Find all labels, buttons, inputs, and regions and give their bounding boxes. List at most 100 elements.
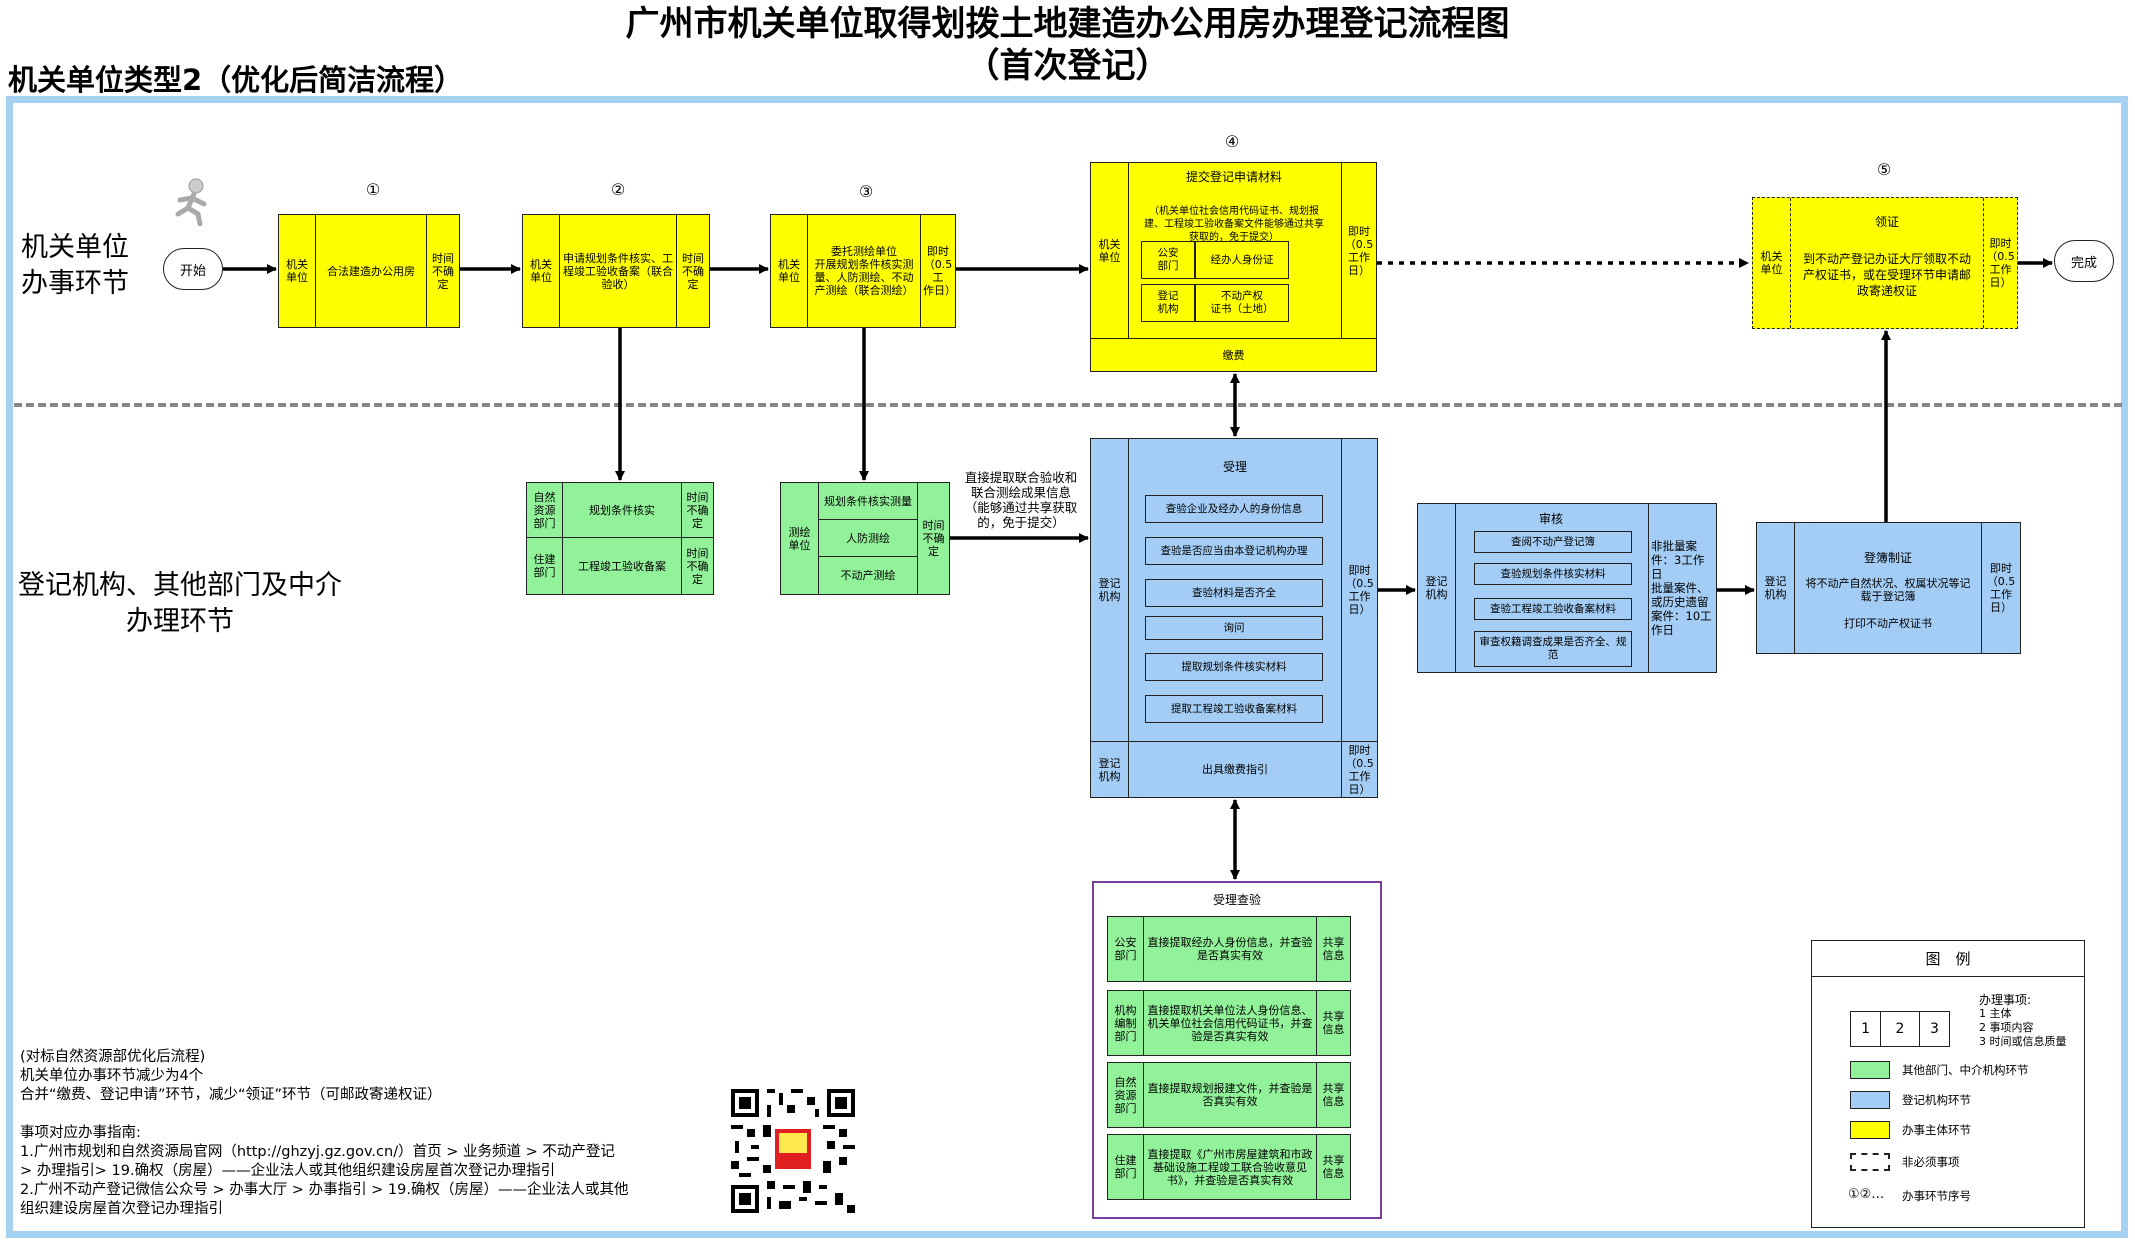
- end-node: 完成: [2054, 240, 2114, 282]
- accept-time-2: 即时 （0.5 工作 日）: [1341, 741, 1377, 797]
- step-number-1: ①: [365, 180, 381, 199]
- legend-yellow-label: 办事主体环节: [1902, 1123, 1971, 1137]
- step-4-item-1: 公安 部门: [1141, 241, 1195, 279]
- verify-2-item-3: 不动产测绘: [840, 569, 896, 582]
- legend-title: 图 例: [1812, 941, 2084, 977]
- start-node: 开始: [163, 248, 223, 290]
- legend-seq-label: 办事环节序号: [1902, 1189, 1971, 1203]
- verify-1-task-1: 规划条件核实: [563, 483, 681, 538]
- step-1-time: 时间 不确 定: [426, 215, 459, 327]
- check-row-4: 住建 部门 直接提取《广州市房屋建筑和市政基础设施工程竣工联合验收意见书》，并查…: [1107, 1134, 1351, 1200]
- check-row-4-share: 共享 信息: [1316, 1135, 1350, 1199]
- step-1-box: 机关 单位 合法建造办公用房 时间 不确 定: [278, 214, 460, 328]
- step-3-box: 机关 单位 委托测绘单位 开展规划条件核实测量、人防测绘、不动产测绘（联合测绘）…: [770, 214, 956, 328]
- register-actor: 登记 机构: [1757, 523, 1795, 653]
- legend-seq-symbol: ①②…: [1848, 1187, 1885, 1202]
- accept-item-5: 提取规划条件核实材料: [1145, 653, 1323, 681]
- verify-box-1: 自然 资源 部门 规划条件核实 时间 不确 定 住建 部门 工程竣工验收备案 时…: [526, 482, 714, 595]
- check-row-2-task: 直接提取机关单位法人身份信息、机关单位社会信用代码证书，并查验是否真实有效: [1147, 1003, 1313, 1043]
- review-item-1: 查阅不动产登记簿: [1474, 531, 1632, 553]
- step-number-2: ②: [610, 180, 626, 199]
- runner-icon: [175, 178, 207, 226]
- check-row-4-task: 直接提取《广州市房屋建筑和市政基础设施工程竣工联合验收意见书》，并查验是否真实有…: [1147, 1147, 1313, 1187]
- qr-code-icon: [727, 1085, 859, 1217]
- step-2-task: 申请规划条件核实、工程竣工验收备案（联合验收）: [563, 251, 673, 291]
- verify-2-time: 时间 不确 定: [917, 483, 949, 594]
- accept-fee: 出具缴费指引: [1129, 741, 1341, 797]
- note-line: (对标自然资源部优化后流程): [20, 1049, 206, 1065]
- step-5-box: 机关 单位 领证 到不动产登记办证大厅领取不动产权证书，或在受理环节申请邮政寄递…: [1752, 197, 2018, 329]
- step-1-actor: 机关 单位: [279, 215, 316, 327]
- legend-dashed-swatch: [1850, 1153, 1890, 1171]
- step-5-time: 即时 （0.5 工作 日）: [1983, 198, 2017, 328]
- review-time: 非批量案件：3工作日 批量案件、或历史遗留案件：10工作日: [1648, 504, 1716, 672]
- step-4-desc: （机关单位社会信用代码证书、规划报建、工程竣工验收备案文件能够通过共享获取的，免…: [1144, 205, 1324, 243]
- step-2-box: 机关 单位 申请规划条件核实、工程竣工验收备案（联合验收） 时间 不确 定: [522, 214, 710, 328]
- legend-cell-3: 3: [1929, 1021, 1939, 1037]
- check-row-3-task: 直接提取规划报建文件，并查验是否真实有效: [1147, 1082, 1313, 1108]
- step-3-time: 即时 （0.5工 作日）: [920, 215, 956, 327]
- review-actor: 登记 机构: [1418, 504, 1456, 672]
- note-line: 机关单位办事环节减少为4个: [20, 1068, 204, 1084]
- note-line: 2.广州不动产登记微信公众号 > 办事大厅 > 办事指引 > 19.确权（房屋）…: [20, 1182, 629, 1198]
- legend-cell-1: 1: [1851, 1012, 1882, 1046]
- register-print: 打印不动产权证书: [1844, 616, 1932, 630]
- note-line: 事项对应办事指南:: [20, 1125, 141, 1141]
- legend-matter-items: 1 主体 2 事项内容 3 时间或信息质量: [1979, 1007, 2067, 1049]
- step-4-box: 机关 单位 提交登记申请材料 （机关单位社会信用代码证书、规划报建、工程竣工验收…: [1090, 162, 1377, 372]
- check-row-1-share: 共享 信息: [1316, 917, 1350, 981]
- check-row-4-dept: 住建 部门: [1108, 1135, 1144, 1199]
- legend-cell-2: 2: [1881, 1012, 1920, 1046]
- legend-green-label: 其他部门、中介机构环节: [1902, 1063, 2029, 1077]
- step-4-item-4: 不动产权 证书（土地）: [1195, 284, 1289, 322]
- verify-2-actor: 测绘 单位: [781, 483, 819, 594]
- accept-time: 即时 （0.5 工作 日）: [1341, 439, 1377, 741]
- review-box: 登记 机构 审核 查阅不动产登记簿 查验规划条件核实材料 查验工程竣工验收备案材…: [1417, 503, 1717, 673]
- check-row-2: 机构 编制 部门 直接提取机关单位法人身份信息、机关单位社会信用代码证书，并查验…: [1107, 990, 1351, 1056]
- legend-blue-label: 登记机构环节: [1902, 1093, 1971, 1107]
- accept-actor: 登记 机构: [1091, 439, 1129, 741]
- note-line: 合并“缴费、登记申请”环节，减少“领证”环节（可邮政寄递权证）: [20, 1087, 442, 1103]
- legend-blue-swatch: [1850, 1091, 1890, 1109]
- verify-1-time-2: 时间 不确 定: [681, 538, 713, 594]
- verify-1-dept-1: 自然 资源 部门: [527, 483, 563, 538]
- verify-2-item-2: 人防测绘: [819, 520, 917, 557]
- accept-item-4: 询问: [1145, 616, 1323, 640]
- register-head: 登簿制证: [1863, 550, 1912, 565]
- check-row-3: 自然 资源 部门 直接提取规划报建文件，并查验是否真实有效 共享 信息: [1107, 1062, 1351, 1128]
- check-row-1: 公安 部门 直接提取经办人身份信息，并查验是否真实有效 共享 信息: [1107, 916, 1351, 982]
- legend-box: 图 例 1 2 3 办理事项: 1 主体 2 事项内容 3 时间或信息质量 其他…: [1811, 940, 2085, 1228]
- step-4-head: 提交登记申请材料: [1185, 169, 1282, 184]
- step-number-3: ③: [858, 182, 874, 201]
- legend-matter-item: 2 事项内容: [1979, 1021, 2034, 1034]
- step-3-actor: 机关 单位: [771, 215, 808, 327]
- lane-label-top: 机关单位 办事环节: [21, 232, 129, 299]
- check-row-1-task: 直接提取经办人身份信息，并查验是否真实有效: [1147, 936, 1313, 962]
- check-row-3-dept: 自然 资源 部门: [1108, 1063, 1144, 1127]
- review-item-2: 查验规划条件核实材料: [1474, 563, 1632, 585]
- page-title: 广州市机关单位取得划拨土地建造办公用房办理登记流程图: [625, 4, 1510, 44]
- note-spacer: [20, 1105, 720, 1124]
- step-3-task: 委托测绘单位 开展规划条件核实测量、人防测绘、不动产测绘（联合测绘）: [814, 245, 914, 297]
- check-row-2-share: 共享 信息: [1316, 991, 1350, 1055]
- legend-dashed-label: 非必须事项: [1902, 1155, 1960, 1169]
- step-1-task: 合法建造办公用房: [327, 264, 415, 278]
- legend-matter-item: 3 时间或信息质量: [1979, 1035, 2067, 1048]
- legend-yellow-swatch: [1850, 1121, 1890, 1139]
- lane-divider: [14, 403, 2122, 407]
- step-4-item-2: 经办人身份证: [1195, 241, 1289, 279]
- share-note: 直接提取联合验收和 联合测绘成果信息 （能够通过共享获取 的，免于提交）: [964, 470, 1078, 530]
- note-line: > 办理指引> 19.确权（房屋）——企业法人或其他组织建设房屋首次登记办理指引: [20, 1163, 556, 1179]
- step-4-time: 即时 （0.5 工作 日）: [1341, 163, 1376, 338]
- verify-1-time-1: 时间 不确 定: [681, 483, 713, 538]
- step-4-fee: 缴费: [1091, 338, 1376, 371]
- review-item-3: 查验工程竣工验收备案材料: [1474, 598, 1632, 620]
- step-4-item-3: 登记 机构: [1141, 284, 1195, 322]
- review-head: 审核: [1538, 511, 1563, 526]
- flow-type-label: 机关单位类型2（优化后简洁流程）: [8, 63, 464, 97]
- check-row-2-dept: 机构 编制 部门: [1108, 991, 1144, 1055]
- register-task: 将不动产自然状况、权属状况等记载于登记簿: [1805, 577, 1971, 603]
- step-number-5: ⑤: [1876, 160, 1892, 179]
- lane-label-bottom: 登记机构、其他部门及中介 办理环节: [18, 570, 342, 637]
- legend-matter-sample: 1 2 3: [1850, 1011, 1950, 1047]
